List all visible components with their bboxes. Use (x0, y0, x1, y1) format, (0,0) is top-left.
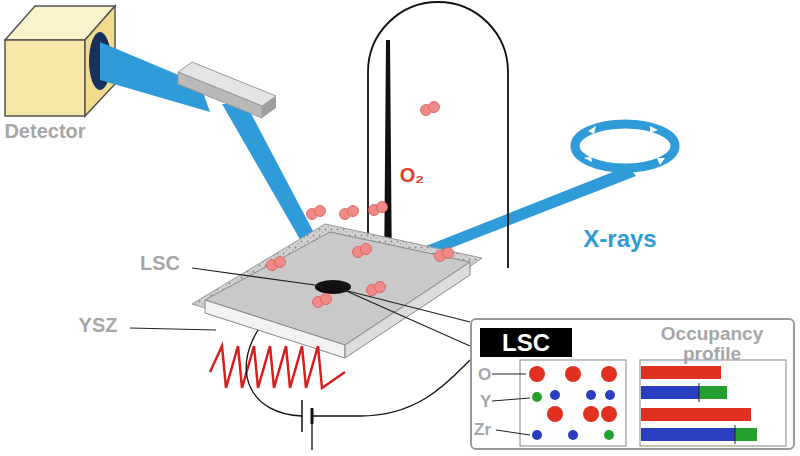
part-label: YSZ (79, 314, 118, 336)
synchrotron-ring (575, 124, 675, 168)
oxygen-atom (443, 248, 454, 259)
zoom-line (344, 290, 470, 322)
profile-frame (640, 360, 786, 446)
circuit-wire (312, 360, 470, 416)
circuit-wire (311, 416, 312, 450)
oxygen-atom (348, 206, 359, 217)
material-tag: LSC (480, 328, 572, 357)
leader-line (492, 398, 530, 401)
mirror-end (262, 96, 276, 118)
oxygen-atom (429, 102, 440, 113)
lsc-electrode (315, 280, 351, 294)
oxygen-atom (377, 202, 388, 213)
material-name: LSC (502, 330, 550, 355)
battery-plate (301, 400, 303, 432)
atom-label: O (478, 366, 491, 384)
leader-line (130, 328, 216, 330)
oxygen-atom (275, 257, 286, 268)
occupancy-bars (641, 366, 757, 444)
leader-line (496, 430, 530, 435)
inset-panel: Occupancy profileOY Zr LSC (470, 318, 795, 450)
leader-line (192, 268, 322, 286)
oxygen-atom (321, 294, 332, 305)
part-label: LSC (140, 252, 180, 274)
atom-label: Y (480, 393, 491, 411)
atom-label: Zr (474, 421, 491, 439)
detector-front (5, 40, 85, 116)
zoom-line (344, 290, 470, 346)
oxygen-atom (361, 244, 372, 255)
beam-label: X-rays (583, 226, 656, 252)
oxygen-molecules (267, 102, 454, 308)
ysz-front (205, 300, 345, 358)
circuit-wire (246, 330, 302, 416)
mirror-side (178, 72, 262, 118)
lattice-frame (520, 360, 626, 446)
leader-line (492, 374, 526, 375)
gas-label: O₂ (400, 164, 424, 186)
ysz-side (345, 262, 470, 358)
lattice-atoms (529, 366, 617, 440)
oxygen-atom (375, 282, 386, 293)
part-label: Detector (4, 120, 85, 142)
panel-heading: Occupancy profile (637, 324, 787, 364)
heater-coil (210, 346, 345, 388)
ring-markers (584, 126, 665, 165)
oxygen-atom (315, 206, 326, 217)
